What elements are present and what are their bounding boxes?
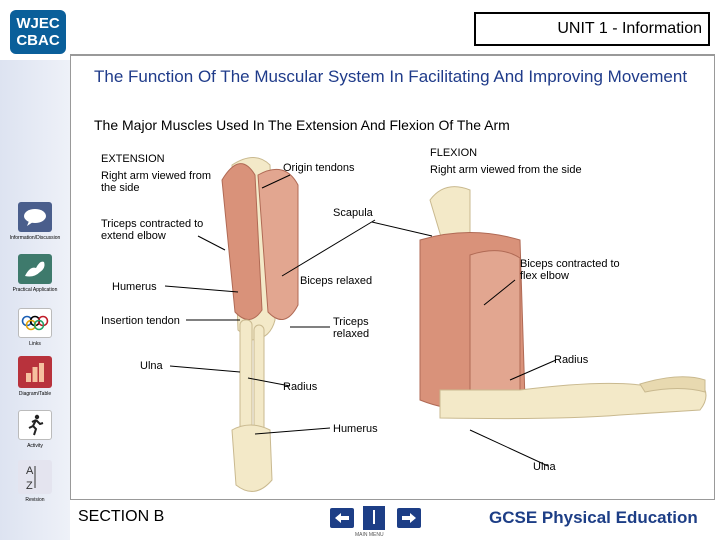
extension-description: Right arm viewed from the side [101, 170, 212, 194]
sidebar: Information/Discussion Practical Applica… [0, 60, 70, 540]
humerus-label-left: Humerus [112, 281, 157, 293]
triceps-relaxed-label: Triceps relaxed [333, 316, 370, 340]
section-label: SECTION B [78, 508, 165, 525]
next-button[interactable] [397, 508, 421, 528]
wjec-logo: WJEC CBAC [10, 10, 66, 54]
radius-label-right: Radius [554, 354, 589, 366]
radius-label-center: Radius [283, 381, 318, 393]
triceps-contracted-label: Triceps contracted to extend elbow [101, 218, 204, 242]
ulna-label-right: Ulna [533, 461, 556, 473]
extension-arm-illustration [221, 157, 299, 492]
sidebar-label: Practical Application [12, 287, 58, 293]
main-menu-button[interactable] [363, 506, 385, 530]
runner-icon [18, 410, 52, 440]
flexion-description: Right arm viewed from the side [430, 164, 582, 176]
flexed-arm-icon [18, 254, 52, 284]
page-title: The Function Of The Muscular System In F… [94, 67, 688, 86]
origin-tendons-label: Origin tendons [283, 162, 355, 174]
sidebar-item-diagram[interactable]: Diagram/Table [0, 356, 70, 397]
unit-title-box: UNIT 1 - Information [474, 12, 710, 46]
sidebar-item-activity[interactable]: Activity [0, 410, 70, 449]
flexion-title: FLEXION [430, 147, 478, 159]
logo-line1: WJEC [16, 15, 60, 32]
main-menu-label: MAIN MENU [355, 532, 384, 538]
flexion-arm-illustration [419, 186, 707, 420]
scapula-label: Scapula [333, 207, 373, 219]
previous-button[interactable] [330, 508, 354, 528]
biceps-relaxed-label: Biceps relaxed [300, 275, 373, 287]
sidebar-label: Diagram/Table [18, 391, 52, 397]
speech-bubble-icon [18, 202, 52, 232]
sidebar-label: Links [29, 341, 41, 347]
olympic-rings-icon [18, 308, 52, 338]
humerus-label-right: Humerus [333, 423, 378, 435]
logo-line2: CBAC [16, 32, 60, 49]
svg-text:A: A [26, 465, 34, 477]
label-arrows [164, 174, 557, 467]
sidebar-label: Revision [25, 497, 45, 503]
brand-label: GCSE Physical Education [489, 508, 698, 527]
svg-text:Z: Z [26, 480, 33, 492]
biceps-contracted-label: Biceps contracted to flex elbow [520, 258, 620, 282]
bar-chart-icon [18, 356, 52, 388]
main-menu-icon [373, 510, 375, 524]
arrow-left-icon [335, 513, 349, 523]
sidebar-label: Information/Discussion [9, 235, 61, 241]
content-frame [70, 54, 715, 500]
ulna-label-left: Ulna [140, 360, 163, 372]
sidebar-item-practical[interactable]: Practical Application [0, 254, 70, 293]
sidebar-item-information[interactable]: Information/Discussion [0, 202, 70, 241]
page-subtitle: The Major Muscles Used In The Extension … [94, 117, 510, 133]
extension-title: EXTENSION [101, 153, 165, 165]
insertion-tendon-label: Insertion tendon [101, 315, 180, 327]
sidebar-item-links[interactable]: Links [0, 308, 70, 347]
arrow-right-icon [402, 513, 416, 523]
unit-title: UNIT 1 - Information [557, 20, 702, 37]
sidebar-label: Activity [27, 443, 43, 449]
